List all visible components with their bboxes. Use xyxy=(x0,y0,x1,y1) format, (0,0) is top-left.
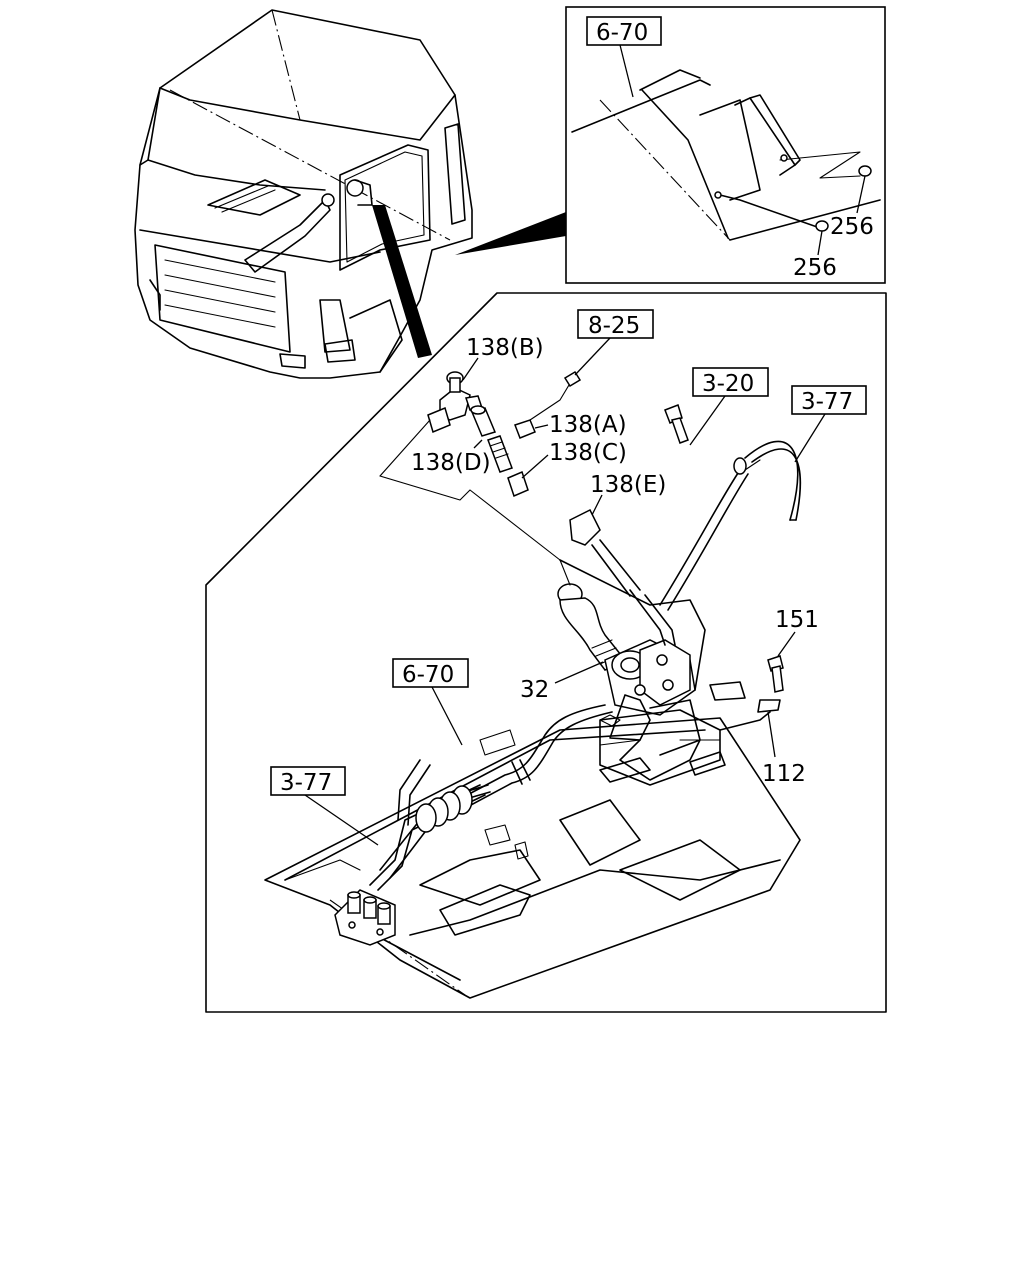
part-256-b: 256 xyxy=(793,255,837,281)
ref-3-77-top: 3-77 xyxy=(801,389,853,415)
cable-boot xyxy=(415,785,473,833)
inset-pointer xyxy=(455,212,566,255)
part-138e: 138(E) xyxy=(590,472,666,498)
fitting-138e-icon xyxy=(569,508,601,546)
fitting-138c-icon xyxy=(507,470,529,498)
floor-connector xyxy=(334,889,396,946)
inset-frame xyxy=(565,6,886,284)
ref-3-77-left: 3-77 xyxy=(280,770,332,796)
part-151: 151 xyxy=(775,607,819,633)
fitting-138a-icon xyxy=(514,419,536,439)
floor-panel xyxy=(264,717,801,999)
part-32: 32 xyxy=(520,677,549,703)
part-138c: 138(C) xyxy=(549,440,627,466)
shift-lever-assembly xyxy=(557,440,802,786)
main-frame xyxy=(205,292,887,1013)
part-138d: 138(D) xyxy=(411,450,491,476)
ref-6-70-main: 6-70 xyxy=(402,662,454,688)
ref-3-20: 3-20 xyxy=(702,371,754,397)
ref-6-70-inset: 6-70 xyxy=(596,20,648,46)
ref-8-25: 8-25 xyxy=(588,313,640,339)
part-labels: 138(B) 138(A) 138(C) 138(D) 138(E) 151 3… xyxy=(411,335,819,787)
part-256-a: 256 xyxy=(830,214,874,240)
main-detail: 8-25 3-20 3-77 6-70 3-77 138(B) 138(A) 1… xyxy=(205,292,887,1013)
reference-boxes: 8-25 3-20 3-77 6-70 3-77 xyxy=(270,309,867,846)
washer-icon xyxy=(815,220,829,232)
shift-cables xyxy=(334,704,613,946)
washer-icon xyxy=(858,165,872,177)
part-138a: 138(A) xyxy=(549,412,627,438)
part-112: 112 xyxy=(762,761,806,787)
inset-detail: 6-70 256 256 xyxy=(455,6,886,284)
fittings-138 xyxy=(379,370,784,693)
truck-cab-illustration xyxy=(134,9,473,379)
part-138b: 138(B) xyxy=(466,335,544,361)
